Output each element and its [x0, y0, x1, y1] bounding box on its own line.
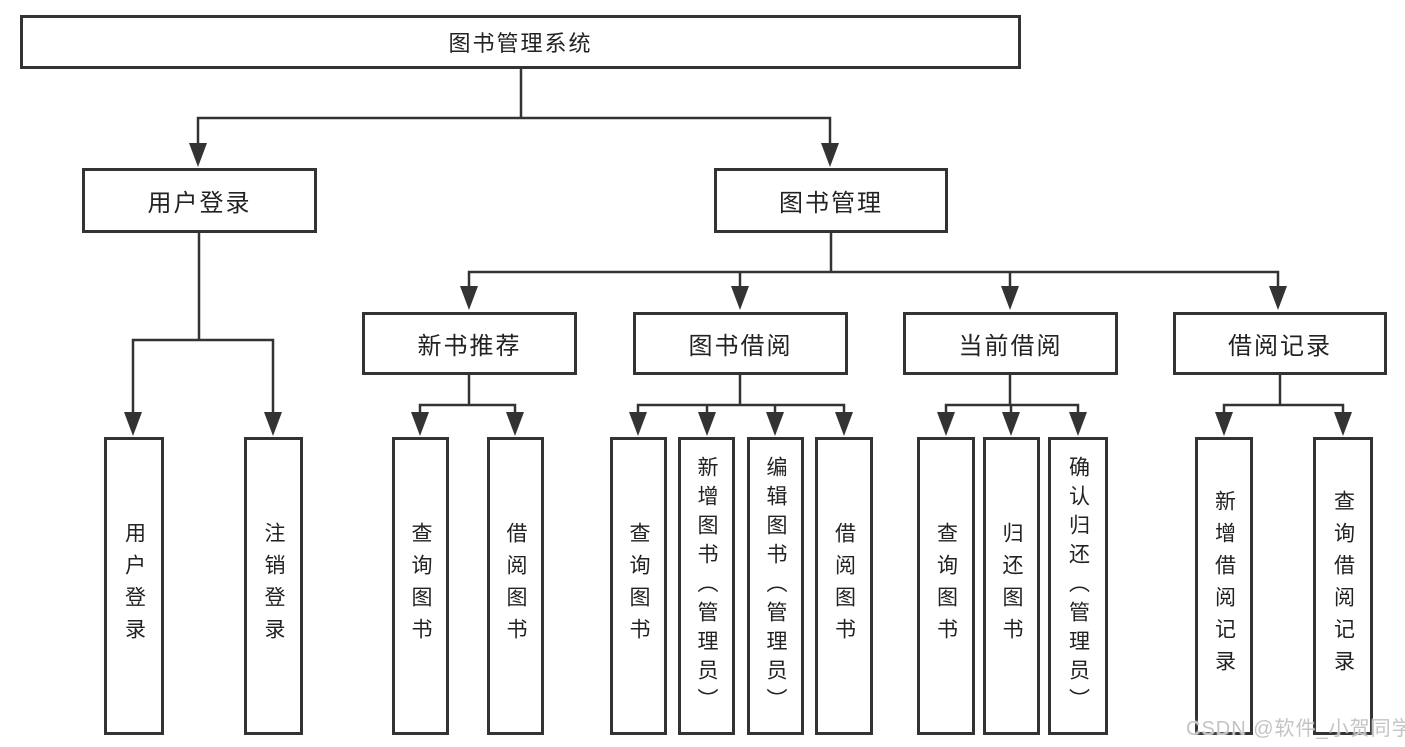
leaf-add-book-admin: 新增图书（管理员） [678, 437, 735, 735]
node-new-book-recommend-label: 新书推荐 [417, 333, 522, 360]
leaf-user-login: 用户登录 [104, 437, 164, 735]
node-user-login-label: 用户登录 [147, 190, 252, 217]
node-book-borrow-label: 图书借阅 [688, 333, 793, 360]
leaf-logout-label: 注销登录 [262, 522, 285, 650]
watermark: CSDN @软件_小贺同学 [1186, 718, 1405, 740]
node-borrow-records: 借阅记录 [1173, 312, 1387, 375]
leaf-confirm-return-admin: 确认归还（管理员） [1048, 437, 1108, 735]
leaf-query-books-1: 查询图书 [392, 437, 449, 735]
leaf-query-borrow-record: 查询借阅记录 [1313, 437, 1373, 735]
leaf-user-login-label: 用户登录 [122, 522, 146, 650]
node-book-borrow: 图书借阅 [633, 312, 848, 375]
leaf-query-borrow-record-label: 查询借阅记录 [1331, 490, 1355, 682]
node-new-book-recommend: 新书推荐 [362, 312, 577, 375]
leaf-borrow-books-2: 借阅图书 [815, 437, 873, 735]
leaf-edit-book-admin: 编辑图书（管理员） [747, 437, 804, 735]
node-book-management: 图书管理 [714, 168, 948, 233]
leaf-query-books-3-label: 查询图书 [934, 522, 958, 650]
leaf-return-book: 归还图书 [983, 437, 1040, 735]
node-current-borrow: 当前借阅 [903, 312, 1118, 375]
node-root: 图书管理系统 [20, 15, 1021, 69]
node-user-login: 用户登录 [82, 168, 317, 233]
leaf-return-book-label: 归还图书 [1000, 522, 1023, 650]
connector-lines [131, 66, 1345, 418]
arrowhead-icons [124, 143, 1352, 436]
leaf-add-book-admin-label: 新增图书（管理员） [695, 455, 718, 717]
leaf-query-books-3: 查询图书 [917, 437, 975, 735]
leaf-borrow-books-2-label: 借阅图书 [832, 522, 856, 650]
leaf-query-books-2-label: 查询图书 [627, 522, 650, 650]
node-current-borrow-label: 当前借阅 [958, 333, 1063, 360]
leaf-query-books-1-label: 查询图书 [409, 522, 432, 650]
leaf-add-borrow-record-label: 新增借阅记录 [1212, 490, 1236, 682]
node-book-management-label: 图书管理 [779, 190, 883, 217]
leaf-borrow-books-1: 借阅图书 [487, 437, 544, 735]
leaf-add-borrow-record: 新增借阅记录 [1195, 437, 1253, 735]
leaf-logout: 注销登录 [244, 437, 303, 735]
leaf-edit-book-admin-label: 编辑图书（管理员） [764, 455, 787, 717]
leaf-confirm-return-admin-label: 确认归还（管理员） [1066, 455, 1090, 717]
node-root-label: 图书管理系统 [448, 31, 593, 56]
leaf-query-books-2: 查询图书 [610, 437, 667, 735]
node-borrow-records-label: 借阅记录 [1228, 333, 1332, 360]
leaf-borrow-books-1-label: 借阅图书 [504, 522, 527, 650]
